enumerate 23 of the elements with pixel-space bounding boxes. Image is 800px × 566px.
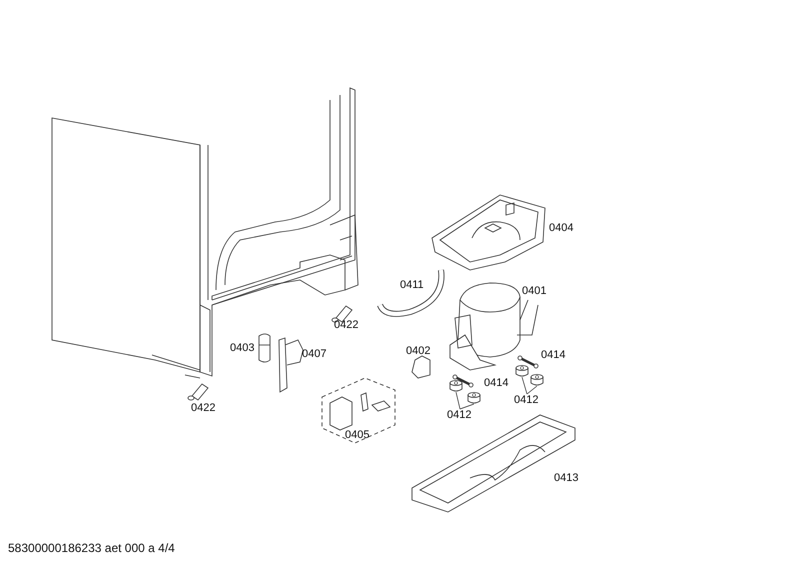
callout-number: 0413 xyxy=(554,472,578,485)
leader-line xyxy=(456,392,460,410)
callout-number: 0402 xyxy=(406,345,430,358)
callout-number: 0412 xyxy=(447,409,473,422)
drawing-number: 58300000186233 aet 000 a 4/4 xyxy=(8,542,175,555)
leader-line xyxy=(526,386,538,394)
rubber-foot-drawing xyxy=(530,374,544,386)
rubber-foot-drawing xyxy=(449,380,463,392)
callout-number: 0422 xyxy=(191,402,216,415)
callout-number: 0414 xyxy=(541,349,566,362)
rubber-foot-drawing xyxy=(467,392,481,404)
callout-number: 0411 xyxy=(400,279,424,292)
callout-number: 0403 xyxy=(230,342,254,355)
callout-number: 0422 xyxy=(334,319,358,332)
callout-number: 0405 xyxy=(345,429,370,442)
callout-number: 0401 xyxy=(522,285,546,298)
callout-number: 0404 xyxy=(549,222,574,235)
rubber-foot-drawing xyxy=(515,365,529,377)
callout-number: 0412 xyxy=(514,394,540,407)
leader-line xyxy=(522,376,528,394)
callout-number: 0407 xyxy=(302,348,326,361)
leader-line xyxy=(460,404,474,410)
callout-number: 0414 xyxy=(484,377,508,390)
